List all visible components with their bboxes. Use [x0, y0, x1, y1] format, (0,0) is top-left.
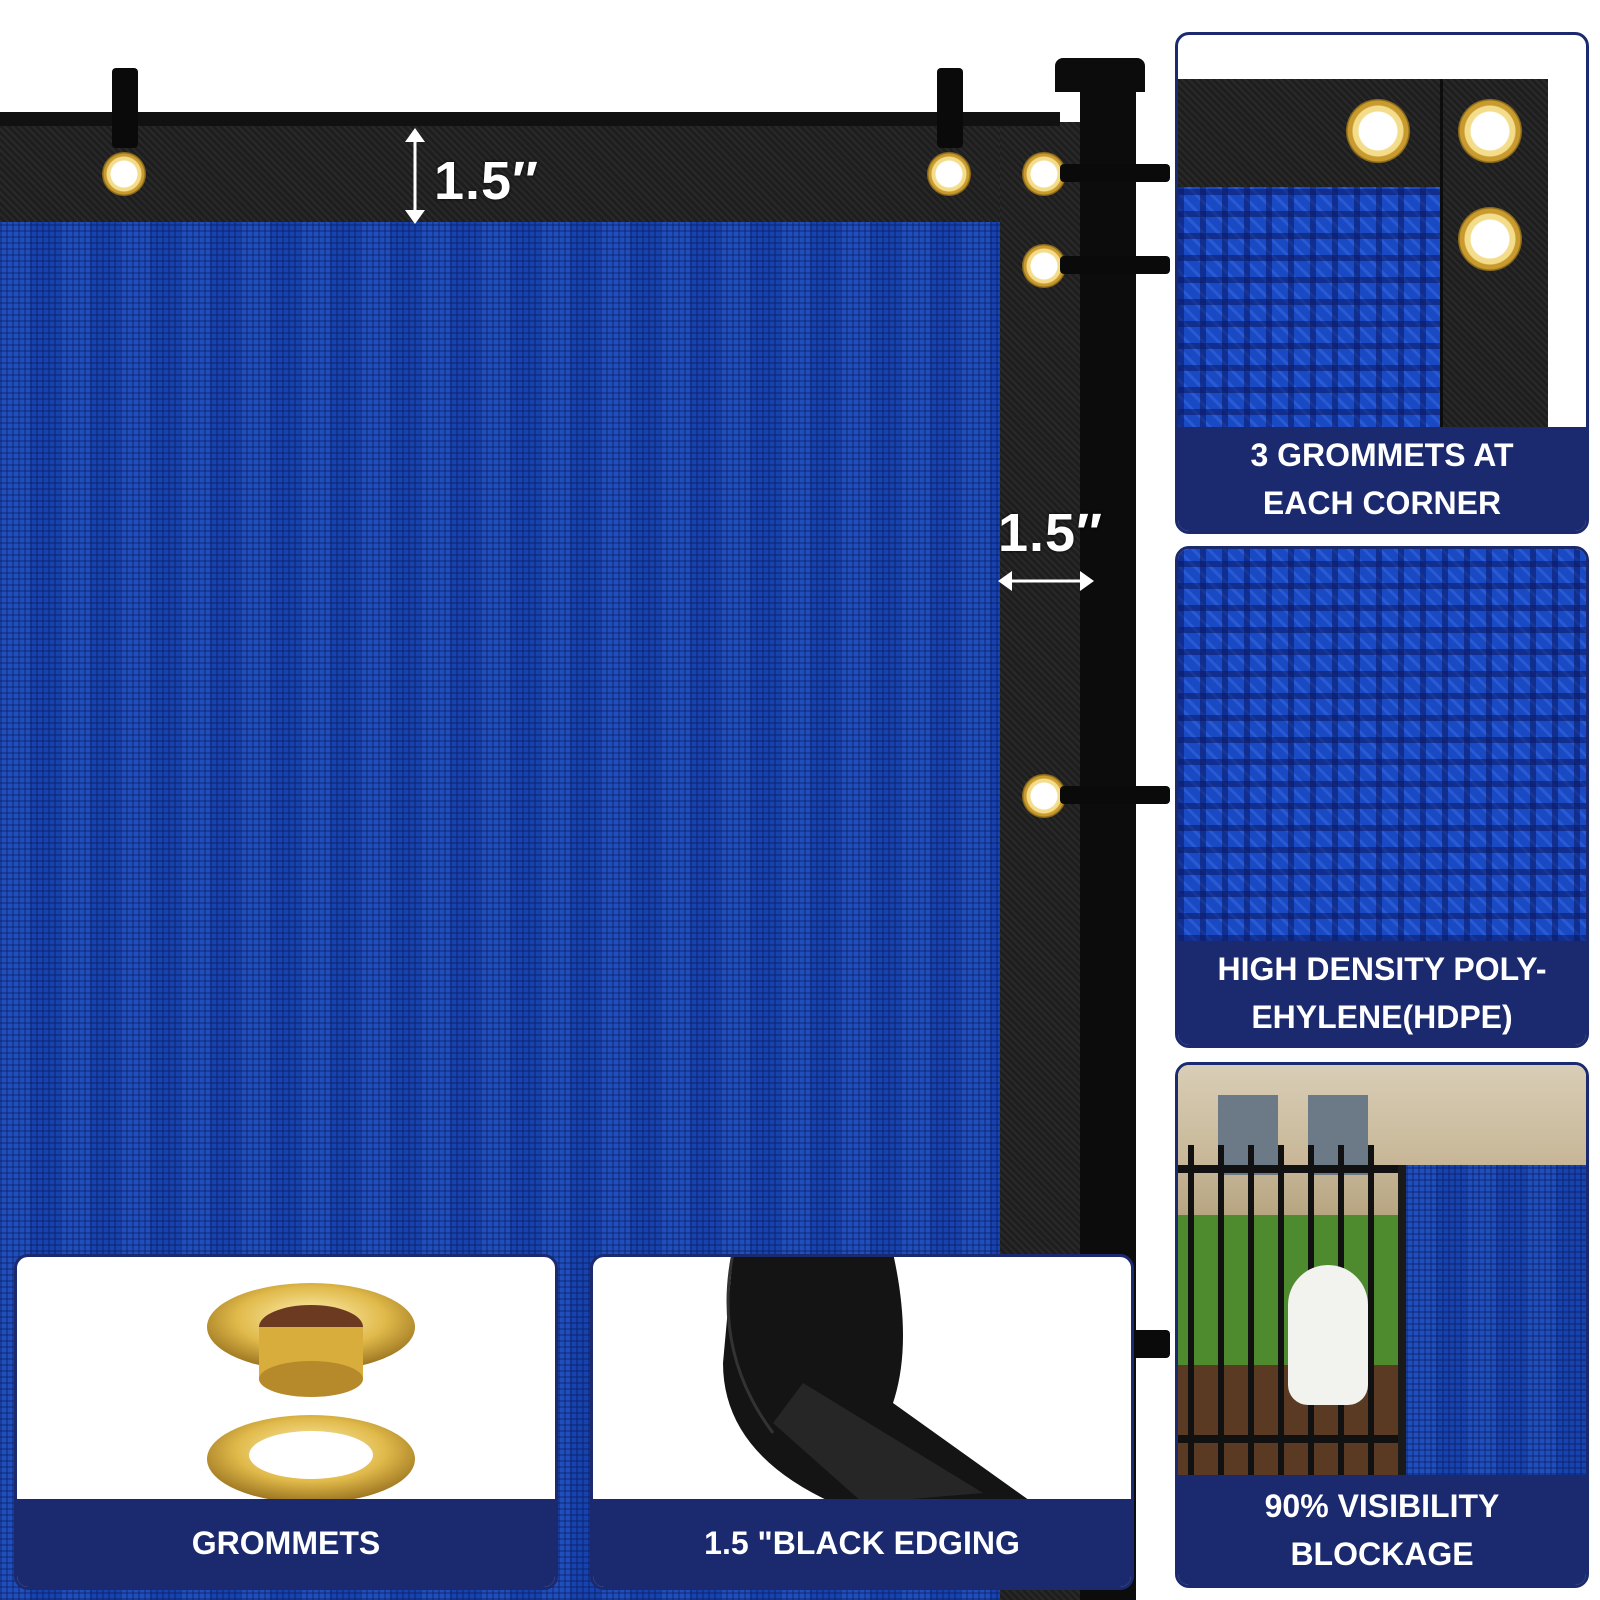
grommet-corner-side-2	[1022, 244, 1066, 288]
material-mesh-closeup	[1178, 549, 1586, 941]
grommets-caption: GROMMETS	[17, 1499, 555, 1587]
blue-screen-installed	[1398, 1165, 1586, 1475]
zip-tie-side-2	[1060, 256, 1170, 274]
corner-grommet-3	[1458, 207, 1522, 271]
material-caption: HIGH DENSITY POLY- EHYLENE(HDPE)	[1178, 941, 1586, 1045]
zip-tie-top-left	[112, 68, 138, 148]
visibility-caption-line1: 90% VISIBILITY	[1264, 1488, 1500, 1524]
side-border-dimension: 1.5″	[998, 503, 1103, 563]
edging-panel: 1.5 "BLACK EDGING	[590, 1254, 1134, 1590]
top-border-dimension: 1.5″	[434, 151, 539, 211]
visibility-caption-line2: BLOCKAGE	[1290, 1536, 1474, 1572]
corner-grommets-panel: 3 GROMMETS AT EACH CORNER	[1175, 32, 1589, 534]
grommets-panel: GROMMETS	[14, 1254, 558, 1590]
corner-grommet-1	[1346, 99, 1410, 163]
dog-icon	[1288, 1265, 1368, 1405]
black-edging-roll-icon	[723, 1257, 1033, 1503]
corner-grommet-2	[1458, 99, 1522, 163]
corner-caption-line2: EACH CORNER	[1262, 485, 1502, 521]
edging-caption: 1.5 "BLACK EDGING	[593, 1499, 1131, 1587]
fence-top-rail	[0, 112, 1060, 126]
material-caption-line1: HIGH DENSITY POLY-	[1217, 951, 1547, 987]
visibility-caption: 90% VISIBILITY BLOCKAGE	[1178, 1475, 1586, 1585]
grommet-side-middle	[1022, 774, 1066, 818]
grommet-top-left	[102, 152, 146, 196]
zip-tie-top-right	[937, 68, 963, 148]
top-dimension-arrow-icon	[405, 128, 425, 224]
side-dimension-arrow-icon	[998, 571, 1094, 591]
grommet-corner-side-1	[1022, 152, 1066, 196]
corner-mesh	[1178, 187, 1440, 459]
material-caption-line2: EHYLENE(HDPE)	[1251, 999, 1513, 1035]
visibility-panel: 90% VISIBILITY BLOCKAGE	[1175, 1062, 1589, 1588]
corner-caption: 3 GROMMETS AT EACH CORNER	[1178, 427, 1586, 531]
brass-grommet-icon	[207, 1283, 415, 1503]
zip-tie-side-1	[1060, 164, 1170, 182]
zip-tie-side-3	[1060, 786, 1170, 804]
screen-top-edging	[0, 122, 1100, 222]
corner-caption-line1: 3 GROMMETS AT	[1250, 437, 1514, 473]
material-panel: HIGH DENSITY POLY- EHYLENE(HDPE)	[1175, 546, 1589, 1048]
fence-post-cap	[1055, 58, 1145, 92]
corner-seam	[1440, 79, 1443, 459]
zip-tie-side-4	[1130, 1330, 1170, 1358]
grommet-top-right	[927, 152, 971, 196]
